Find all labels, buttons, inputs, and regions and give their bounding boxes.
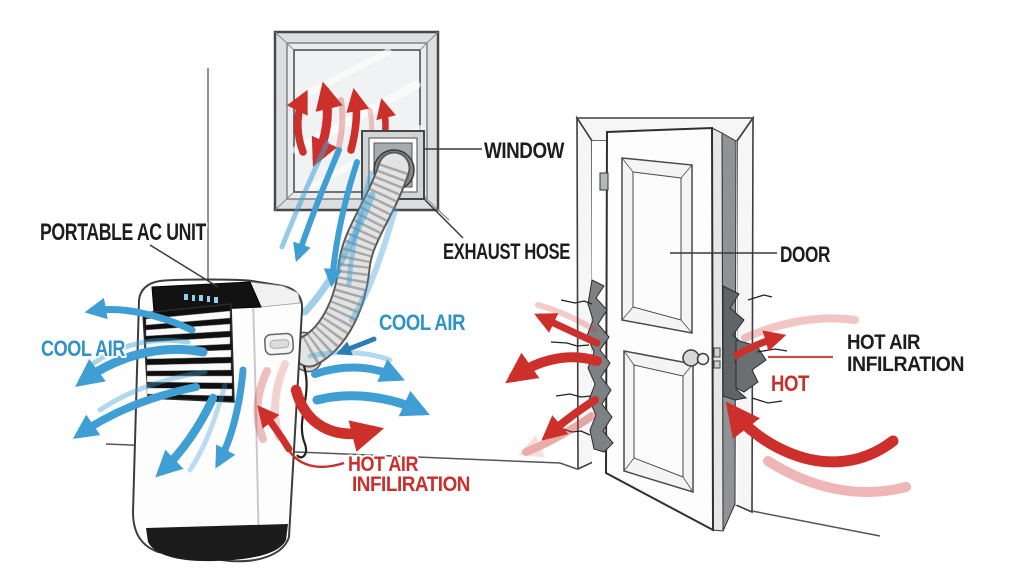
door-drawing	[550, 115, 788, 532]
ac-power-cord	[296, 365, 308, 459]
door-knob-base	[682, 349, 700, 367]
window-drawing	[273, 30, 450, 221]
label-hot-air-right-line2: INFILRATION	[847, 353, 964, 376]
label-portable-ac-unit: PORTABLE AC UNIT	[40, 219, 207, 246]
label-cool-air-left: COOL AIR	[41, 336, 125, 361]
leader-portable-ac	[149, 244, 219, 288]
leader-lines	[149, 148, 833, 468]
label-hot: HOT	[771, 371, 810, 396]
label-door: DOOR	[780, 242, 830, 267]
window-cool-air-arrows	[279, 140, 398, 323]
ac-control-panel	[151, 281, 262, 313]
ac-display	[184, 294, 218, 303]
leader-hot-air-left	[289, 451, 345, 468]
ac-handle	[263, 332, 295, 356]
door-latch	[713, 347, 721, 358]
label-hot-air-right-line1: HOT AIR	[847, 331, 920, 354]
door-crack-left	[586, 279, 614, 453]
door-hinge-top	[599, 172, 609, 191]
label-window: WINDOW	[484, 138, 565, 163]
ac-unit-drawing	[131, 278, 308, 563]
label-hot-air-left-line1: HOT AIR	[348, 453, 418, 476]
cool-air-arrows	[72, 297, 430, 478]
crack-lines	[550, 294, 788, 436]
label-cool-air-center: COOL AIR	[379, 310, 466, 335]
label-hot-air-left-line2: INFILIRATION	[352, 473, 470, 496]
label-exhaust-hose: EXHAUST HOSE	[443, 239, 570, 264]
leader-exhaust-hose	[424, 199, 464, 239]
hot-air-arrows	[253, 302, 911, 497]
door-knob	[696, 352, 710, 366]
ac-base	[146, 524, 288, 562]
door-panels	[621, 157, 694, 494]
